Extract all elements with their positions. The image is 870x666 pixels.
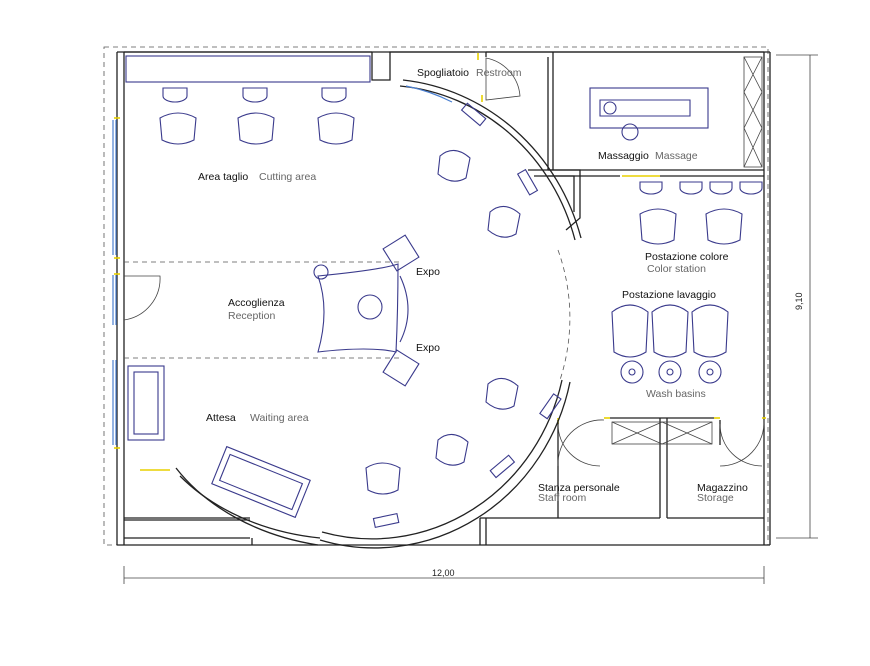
label-storage: Storage [697, 492, 734, 504]
label-attesa: Attesa [206, 412, 236, 424]
label-spogliatoio: Spogliatoio [417, 67, 469, 79]
arc-chairs [365, 102, 562, 529]
doors [123, 57, 765, 467]
label-expo-bottom: Expo [416, 342, 440, 354]
massage-table [589, 87, 709, 141]
label-stanza-personale: Stanza personale [538, 482, 620, 494]
label-massaggio: Massaggio [598, 150, 649, 162]
height-dimension: 9,10 [794, 292, 804, 310]
left-windows [112, 120, 117, 445]
label-accoglienza: Accoglienza [228, 297, 285, 309]
label-reception: Reception [228, 310, 275, 322]
label-magazzino: Magazzino [697, 482, 748, 494]
cutting-counter [125, 55, 371, 83]
label-wash-basins: Wash basins [646, 388, 706, 400]
label-color-station: Color station [647, 263, 706, 275]
label-expo-top: Expo [416, 266, 440, 278]
label-restroom: Restroom [476, 67, 522, 79]
label-area-taglio: Area taglio [198, 171, 248, 183]
label-waiting-area: Waiting area [250, 412, 309, 424]
dimension-lines [123, 54, 818, 584]
waiting-furniture [127, 365, 311, 519]
color-station-chairs [639, 181, 763, 245]
reception-desk [313, 234, 420, 387]
storage-shelves [611, 56, 763, 445]
label-postazione-lavaggio: Postazione lavaggio [622, 289, 716, 301]
curved-wall [175, 79, 582, 549]
label-massage: Massage [655, 150, 698, 162]
label-staff-room: Staff room [538, 492, 586, 504]
label-postazione-colore: Postazione colore [645, 251, 729, 263]
cutting-chairs [159, 87, 355, 145]
outer-walls [116, 51, 771, 546]
width-dimension: 12,00 [432, 568, 455, 578]
wash-basins [611, 304, 729, 384]
interior-walls [124, 169, 764, 545]
label-cutting-area: Cutting area [259, 171, 316, 183]
